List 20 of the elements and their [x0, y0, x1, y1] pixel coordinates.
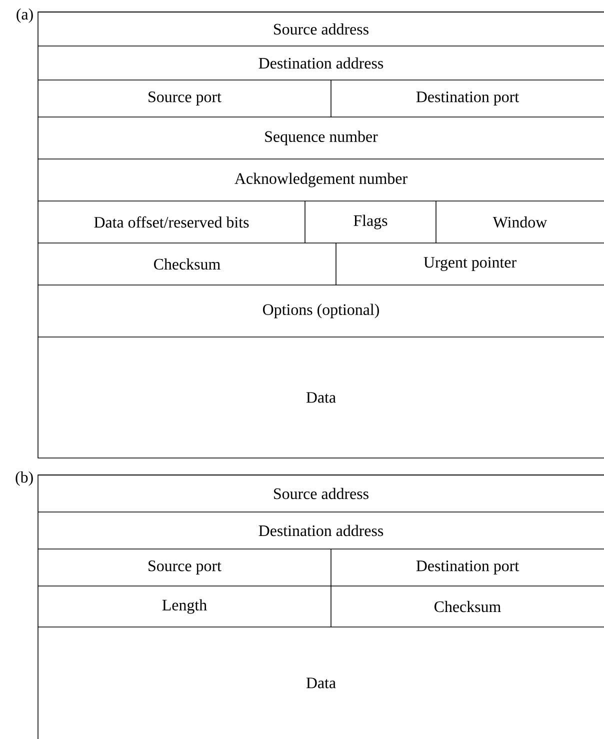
field-cell: Source address	[38, 12, 604, 35]
field-cell: Window	[436, 200, 604, 244]
field-cell: Urgent pointer	[336, 242, 604, 286]
field-cell: Sequence number	[38, 116, 604, 146]
field-cell: Destination address	[38, 512, 604, 536]
field-cell: Checksum	[330, 586, 604, 628]
field-cell: Source port	[38, 548, 332, 574]
field-cell: Data	[38, 336, 604, 403]
field-cell: Checksum	[38, 242, 336, 270]
field-cell: Destination address	[38, 46, 604, 69]
field-cell: Data	[38, 626, 604, 688]
field-cell: Length	[38, 586, 332, 614]
field-cell: Destination port	[330, 80, 604, 118]
field-cell: Destination port	[330, 548, 604, 586]
field-cell: Options (optional)	[38, 284, 604, 318]
field-cell: Flags	[304, 200, 436, 244]
field-cell: Source port	[38, 80, 332, 106]
field-cell: Acknowledgement number	[38, 158, 604, 188]
field-cell: Source address	[38, 474, 604, 500]
field-cell: Data offset/reserved bits	[38, 200, 306, 228]
